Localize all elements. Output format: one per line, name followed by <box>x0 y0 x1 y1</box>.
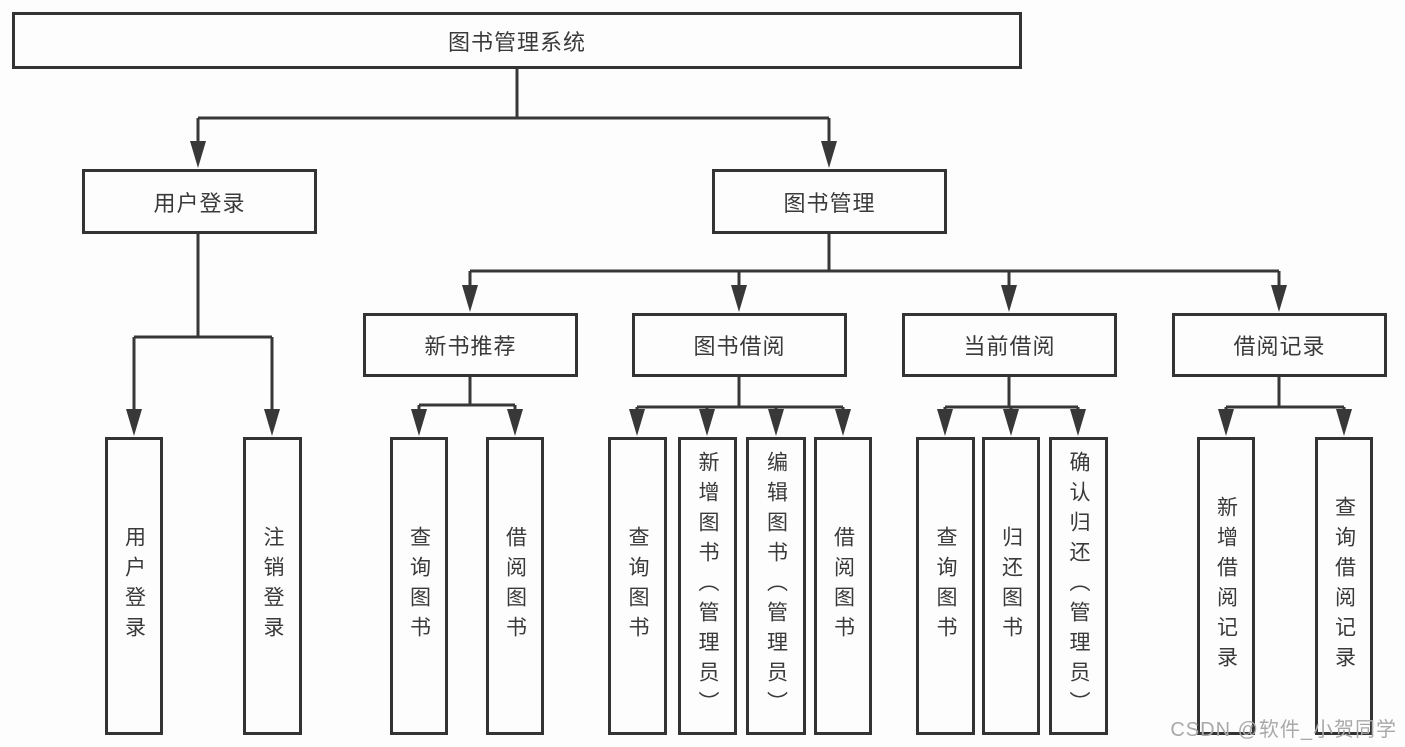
leaf-query-books-3-label: 查询图书 <box>934 526 957 646</box>
leaf-query-books-2-label: 查询图书 <box>626 526 649 646</box>
leaf-confirm-return-admin: 确认归还（管理员） <box>1049 437 1108 735</box>
node-user-login: 用户登录 <box>82 169 317 234</box>
leaf-add-borrow-record-label: 新增借阅记录 <box>1214 496 1238 676</box>
node-root-label: 图书管理系统 <box>447 29 586 55</box>
node-user-login-label: 用户登录 <box>153 190 246 216</box>
node-book-management: 图书管理 <box>712 169 947 234</box>
node-current-borrow-label: 当前借阅 <box>963 334 1056 359</box>
node-borrow-record: 借阅记录 <box>1172 313 1387 377</box>
leaf-query-books-3: 查询图书 <box>916 437 975 735</box>
leaf-logout-label: 注销登录 <box>261 526 284 646</box>
leaf-query-borrow-record: 查询借阅记录 <box>1315 437 1373 735</box>
node-book-borrow: 图书借阅 <box>632 313 847 377</box>
node-book-management-label: 图书管理 <box>783 190 876 216</box>
csdn-watermark: CSDN @软件_小贺同学 <box>1170 719 1397 741</box>
leaf-user-login: 用户登录 <box>105 437 163 735</box>
leaf-return-book: 归还图书 <box>982 437 1040 735</box>
leaf-borrow-books-2: 借阅图书 <box>814 437 872 735</box>
leaf-borrow-books-1: 借阅图书 <box>486 437 544 735</box>
leaf-user-login-label: 用户登录 <box>122 526 146 646</box>
node-borrow-record-label: 借阅记录 <box>1233 334 1326 359</box>
node-root-system: 图书管理系统 <box>12 12 1022 69</box>
leaf-query-books-1: 查询图书 <box>390 437 448 735</box>
leaf-confirm-return-admin-label: 确认归还（管理员） <box>1067 451 1090 721</box>
node-new-book-recommend-label: 新书推荐 <box>424 334 517 359</box>
node-current-borrow: 当前借阅 <box>902 313 1117 377</box>
leaf-query-books-1-label: 查询图书 <box>407 526 431 646</box>
node-book-borrow-label: 图书借阅 <box>693 334 786 359</box>
leaf-logout: 注销登录 <box>243 437 302 735</box>
leaf-query-books-2: 查询图书 <box>608 437 667 735</box>
leaf-return-book-label: 归还图书 <box>999 526 1023 646</box>
leaf-borrow-books-2-label: 借阅图书 <box>831 526 855 646</box>
leaf-query-borrow-record-label: 查询借阅记录 <box>1332 496 1356 676</box>
leaf-add-book-admin-label: 新增图书（管理员） <box>696 451 719 721</box>
node-new-book-recommend: 新书推荐 <box>363 313 578 377</box>
leaf-add-book-admin: 新增图书（管理员） <box>678 437 737 735</box>
leaf-edit-book-admin-label: 编辑图书（管理员） <box>764 451 788 721</box>
leaf-add-borrow-record: 新增借阅记录 <box>1197 437 1255 735</box>
leaf-borrow-books-1-label: 借阅图书 <box>503 526 527 646</box>
leaf-edit-book-admin: 编辑图书（管理员） <box>746 437 806 735</box>
